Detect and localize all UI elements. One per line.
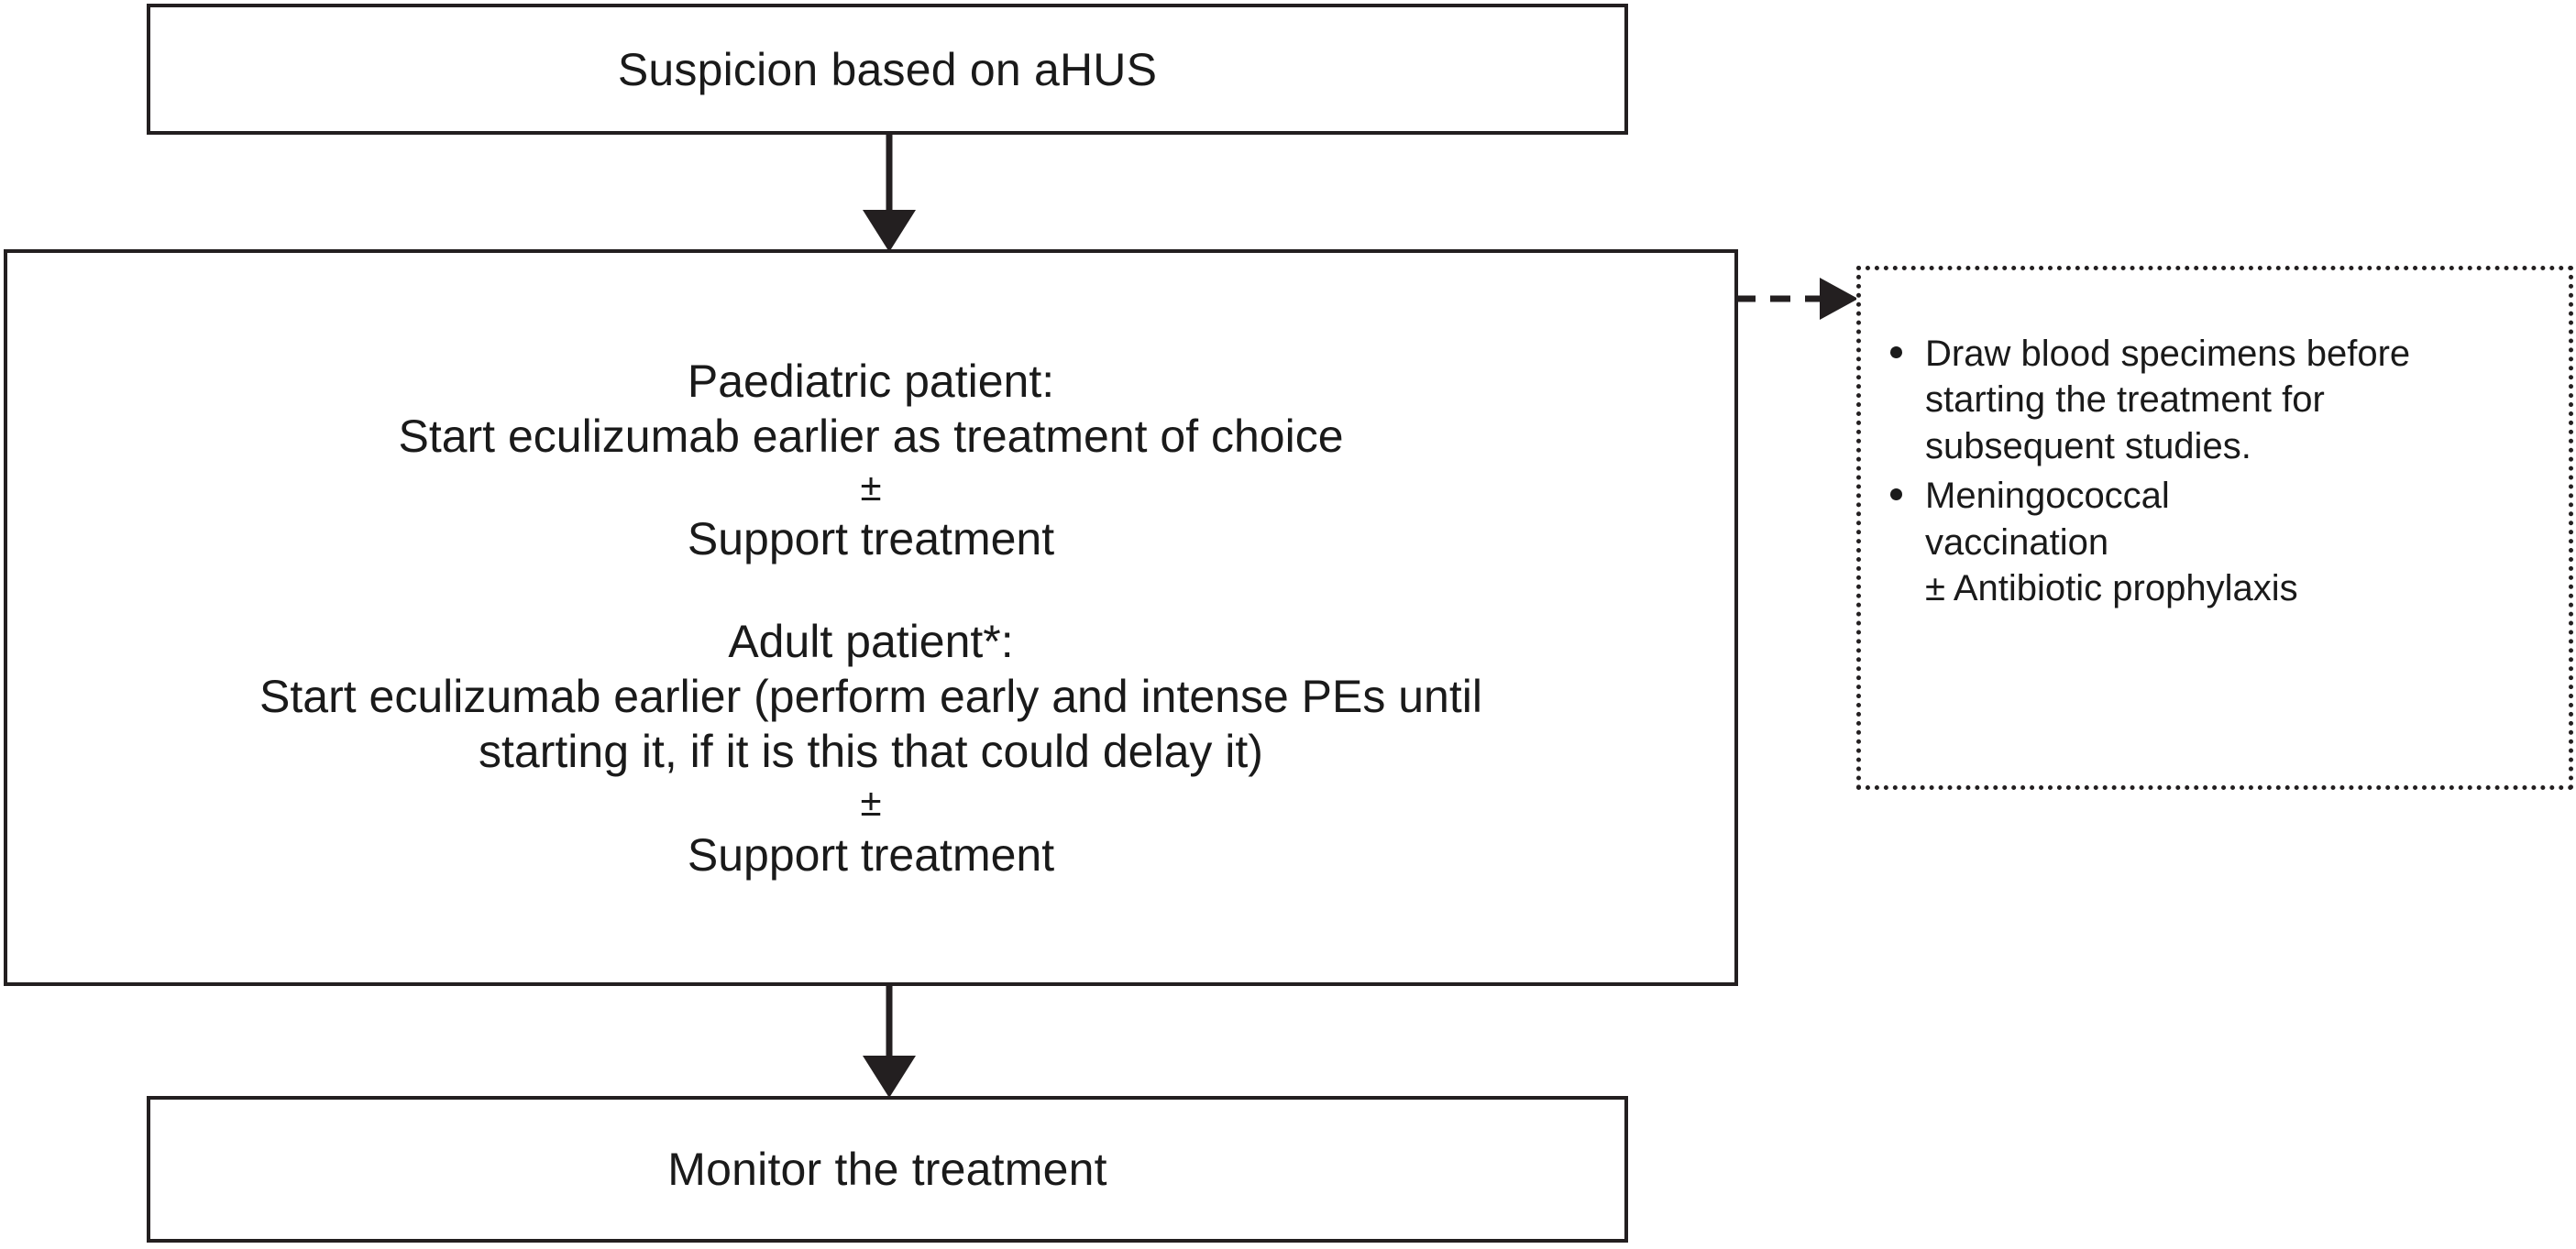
list-item: Meningococcal vaccination ± Antibiotic p… [1890, 473, 2552, 611]
adult-line-2: starting it, if it is this that could de… [479, 726, 1263, 777]
bullet-dot-icon [1890, 346, 1902, 358]
list-item: Draw blood specimens before starting the… [1890, 331, 2552, 469]
arrow-suspicion-to-treatment [853, 135, 926, 252]
paediatric-line-1: Start eculizumab earlier as treatment of… [398, 410, 1344, 462]
adult-plusminus: ± [860, 781, 882, 824]
arrow-treatment-to-note [1735, 271, 1864, 326]
paediatric-line-2: Support treatment [687, 513, 1055, 564]
node-note-specimens: Draw blood specimens before starting the… [1856, 266, 2573, 790]
bullet-dot-icon [1890, 488, 1902, 501]
treatment-text-stack: Paediatric patient: Start eculizumab ear… [22, 354, 1720, 882]
note-bullet-text: Draw blood specimens before starting the… [1925, 334, 2411, 466]
arrow-treatment-to-monitor [853, 986, 926, 1098]
note-bullet-list: Draw blood specimens before starting the… [1885, 331, 2552, 611]
node-monitor-label: Monitor the treatment [667, 1144, 1107, 1195]
adult-heading: Adult patient*: [728, 616, 1014, 667]
adult-line-3: Support treatment [687, 828, 1055, 881]
paediatric-plusminus: ± [860, 465, 882, 509]
node-suspicion-label: Suspicion based on aHUS [617, 43, 1158, 95]
node-treatment: Paediatric patient: Start eculizumab ear… [4, 249, 1738, 986]
adult-line-1: Start eculizumab earlier (perform early … [259, 671, 1482, 722]
node-monitor: Monitor the treatment [147, 1096, 1628, 1243]
note-bullet-text: Meningococcal vaccination ± Antibiotic p… [1925, 476, 2298, 608]
paediatric-heading: Paediatric patient: [687, 355, 1055, 407]
node-suspicion: Suspicion based on aHUS [147, 4, 1628, 135]
